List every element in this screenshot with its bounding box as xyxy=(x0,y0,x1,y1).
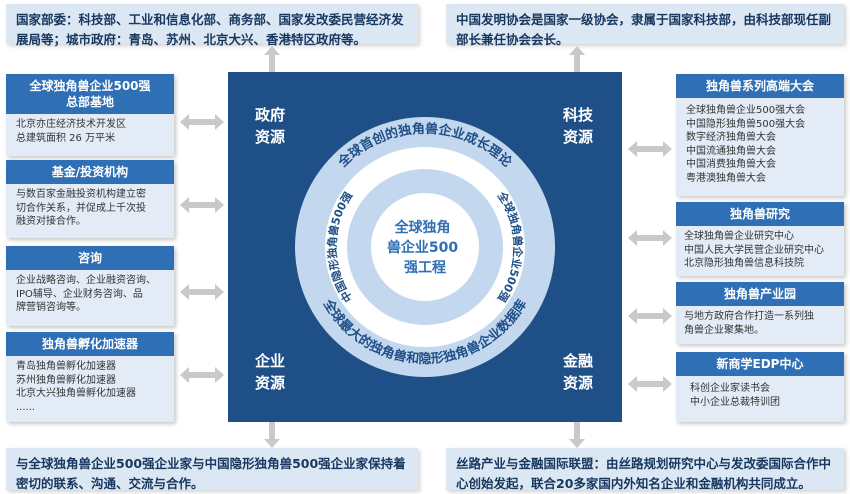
double-arrow-icon xyxy=(628,308,672,324)
card-title: 新商学EDP中心 xyxy=(676,352,844,376)
bottom-right-box: 丝路产业与金融国际联盟：由丝路规划研究中心与发改委国际合作中心创始发起，联合20… xyxy=(446,448,844,491)
card-body: 科创企业家读书会 中小企业总裁特训团 xyxy=(690,383,780,408)
card-consulting: 咨询 企业战略咨询、企业融资咨询、 IPO辅导、企业财务咨询、品 牌营销咨询等。 xyxy=(6,246,174,326)
arrow-down-left-icon xyxy=(264,422,280,448)
double-arrow-icon xyxy=(628,376,672,392)
double-arrow-icon xyxy=(180,114,224,130)
arrow-down-right-icon xyxy=(569,422,585,448)
card-incubator: 独角兽孵化加速器 青岛独角兽孵化加速器 苏州独角兽孵化加速器 北京大兴独角兽孵化… xyxy=(6,332,174,422)
top-right-box: 中国发明协会是国家一级协会，隶属于国家科技部，由科技部现任副部长兼任协会会长。 xyxy=(446,4,844,47)
double-arrow-icon xyxy=(628,230,672,246)
card-title: 独角兽孵化加速器 xyxy=(6,332,174,356)
core-circle xyxy=(371,193,479,301)
bottom-left-box: 与全球独角兽企业500强企业家与中国隐形独角兽500强企业家保持着密切的联系、沟… xyxy=(6,448,418,491)
card-body: 与数百家金融投资机构建立密 切合作关系，并促成上千次投 融资对接合作。 xyxy=(16,189,146,227)
tech-resources-text: 中国发明协会是国家一级协会，隶属于国家科技部，由科技部现任副部长兼任协会会长。 xyxy=(456,12,832,47)
core-title: 全球独角 兽企业500 强工程 xyxy=(387,219,463,276)
card-title: 全球独角兽企业500强 总部基地 xyxy=(6,74,174,114)
card-hq-base: 全球独角兽企业500强 总部基地 北京亦庄经济技术开发区 总建筑面积 26 万平… xyxy=(6,74,174,156)
card-summit-series: 独角兽系列高端大会 全球独角兽企业500强大会 中国隐形独角兽500强大会 数字… xyxy=(676,74,844,196)
card-title: 独角兽研究 xyxy=(676,202,844,226)
card-body: 全球独角兽企业500强大会 中国隐形独角兽500强大会 数字经济独角兽大会 中国… xyxy=(686,105,806,184)
card-body: 与地方政府合作打造一系列独 角兽企业聚集地。 xyxy=(684,311,814,336)
government-resources-label: 政府资源 xyxy=(254,106,285,146)
double-arrow-icon xyxy=(180,197,224,213)
double-arrow-icon xyxy=(180,284,224,300)
card-title: 咨询 xyxy=(6,246,174,270)
double-arrow-icon xyxy=(628,141,672,157)
card-title: 基金/投资机构 xyxy=(6,160,174,184)
enterprise-resources-label: 企业资源 xyxy=(254,352,285,392)
card-body: 企业战略咨询、企业融资咨询、 IPO辅导、企业财务咨询、品 牌营销咨询等。 xyxy=(16,275,156,313)
enterprise-resources-text: 与全球独角兽企业500强企业家与中国隐形独角兽500强企业家保持着密切的联系、沟… xyxy=(16,456,406,491)
arrow-up-left-icon xyxy=(264,46,280,72)
arrow-up-right-icon xyxy=(569,46,585,72)
card-body: 青岛独角兽孵化加速器 苏州独角兽孵化加速器 北京大兴独角兽孵化加速器 .....… xyxy=(16,361,136,413)
finance-resources-text: 丝路产业与金融国际联盟：由丝路规划研究中心与发改委国际合作中心创始发起，联合20… xyxy=(456,456,832,491)
card-body: 北京亦庄经济技术开发区 总建筑面积 26 万平米 xyxy=(16,119,126,144)
card-edp-center: 新商学EDP中心 科创企业家读书会 中小企业总裁特训团 xyxy=(676,352,844,422)
card-title: 独角兽系列高端大会 xyxy=(676,74,844,98)
top-left-box: 国家部委：科技部、工业和信息化部、商务部、国家发改委民营经济发展局等；城市政府：… xyxy=(6,4,418,47)
ring-diagram: 全球首创的独角兽企业成长理论 全球最大的独角兽和隐形独角兽企业数据库 中国隐形独… xyxy=(295,117,555,377)
finance-resources-label: 金融资源 xyxy=(562,352,593,392)
double-arrow-icon xyxy=(180,367,224,383)
card-industrial-park: 独角兽产业园 与地方政府合作打造一系列独 角兽企业聚集地。 xyxy=(676,282,844,344)
card-fund-investment: 基金/投资机构 与数百家金融投资机构建立密 切合作关系，并促成上千次投 融资对接… xyxy=(6,160,174,238)
card-title: 独角兽产业园 xyxy=(676,282,844,306)
government-resources-text: 国家部委：科技部、工业和信息化部、商务部、国家发改委民营经济发展局等；城市政府：… xyxy=(16,12,404,47)
card-research: 独角兽研究 全球独角兽企业研究中心 中国人民大学民营企业研究中心 北京隐形独角兽… xyxy=(676,202,844,276)
card-body: 全球独角兽企业研究中心 中国人民大学民营企业研究中心 北京隐形独角兽信息科技院 xyxy=(684,231,824,269)
tech-resources-label: 科技资源 xyxy=(562,106,593,146)
